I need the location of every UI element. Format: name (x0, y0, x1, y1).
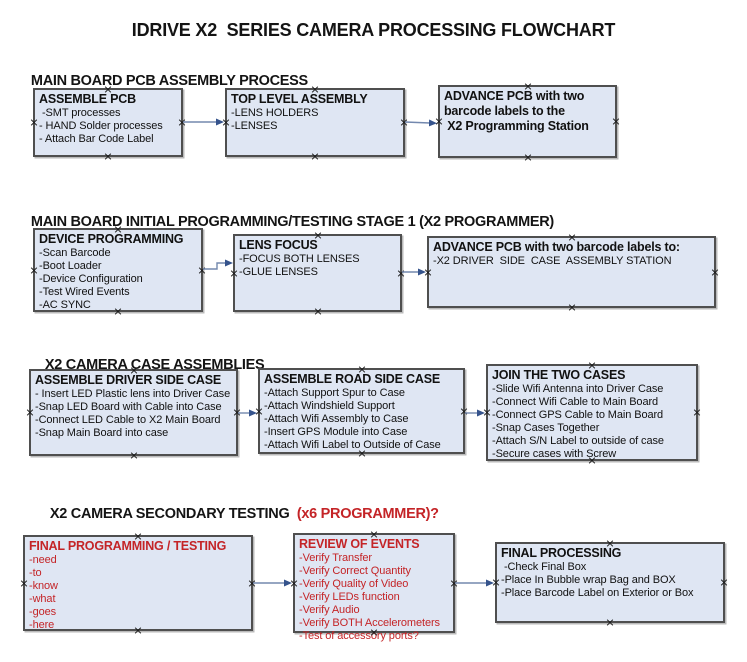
box-item: -SMT processes (39, 107, 121, 119)
box-item: -Verify Quality of Video (299, 577, 409, 590)
flow-box-join-the-two-cases: JOIN THE TWO CASES -Slide Wifi Antenna i… (486, 364, 698, 461)
page-title: IDRIVE X2 SERIES CAMERA PROCESSING FLOWC… (131, 20, 616, 40)
connection-handle-icon (26, 409, 34, 417)
box-item: -GLUE LENSES (239, 265, 318, 278)
box-item: - HAND Solder processes (39, 119, 163, 132)
connection-handle-icon (222, 119, 230, 127)
box-title: JOIN THE TWO CASES (492, 368, 626, 382)
section-heading-pcb-assembly: MAIN BOARD PCB ASSEMBLY PROCESS (16, 57, 308, 105)
box-title: REVIEW OF EVENTS (299, 537, 420, 551)
box-item: -Verify Audio (299, 603, 360, 616)
box-item: -Place Barcode Label on Exterior or Box (501, 586, 694, 599)
connection-handle-icon (20, 579, 28, 587)
flow-box-final-programming-testing: FINAL PROGRAMMING / TESTING -need -to -k… (23, 535, 253, 631)
box-title: ADVANCE PCB with two barcode labels to: (433, 240, 680, 254)
connection-handle-icon (130, 451, 138, 459)
box-item: -Verify BOTH Accelerometers (299, 616, 440, 629)
connection-handle-icon (104, 152, 112, 160)
connection-handle-icon (492, 579, 500, 587)
box-item: -Slide Wifi Antenna into Driver Case (492, 383, 664, 395)
box-item: -Attach Windshield Support (264, 399, 395, 412)
box-title: ASSEMBLE ROAD SIDE CASE (264, 372, 440, 386)
box-item: -Attach Wifi Assembly to Case (264, 412, 409, 425)
box-title: ASSEMBLE PCB (39, 92, 136, 106)
flow-box-assemble-pcb: ASSEMBLE PCB -SMT processes - HAND Solde… (33, 88, 183, 157)
section-heading-initial-programming: MAIN BOARD INITIAL PROGRAMMING/TESTING S… (16, 198, 554, 246)
connection-handle-icon (314, 307, 322, 315)
box-title: ADVANCE PCB with two barcode labels to t… (444, 89, 589, 133)
box-item: -Device Configuration (39, 272, 143, 285)
section-heading-text: X2 CAMERA SECONDARY TESTING (49, 506, 294, 522)
box-item: - Attach Bar Code Label (39, 132, 154, 145)
box-item: -Secure cases with Screw (492, 447, 617, 460)
box-item: -Place In Bubble wrap Bag and BOX (501, 573, 676, 586)
flow-box-advance-pcb-programming-station: ADVANCE PCB with two barcode labels to t… (438, 85, 617, 158)
box-title: LENS FOCUS (239, 238, 318, 252)
connection-handle-icon (424, 268, 432, 276)
box-item: -what (29, 592, 56, 605)
connection-handle-icon (711, 268, 719, 276)
box-title: DEVICE PROGRAMMING (39, 232, 184, 246)
box-title: FINAL PROGRAMMING / TESTING (29, 539, 227, 553)
box-item: - Insert LED Plastic lens into Driver Ca… (35, 388, 231, 400)
box-item: -need (29, 554, 57, 566)
box-item: -Attach Support Spur to Case (264, 387, 405, 399)
connection-handle-icon (568, 303, 576, 311)
box-item: -Snap Main Board into case (35, 426, 169, 439)
connection-handle-icon (255, 407, 263, 415)
box-item: -Verify Transfer (299, 552, 372, 564)
connection-handle-icon (606, 618, 614, 626)
box-item: -Attach S/N Label to outside of case (492, 434, 664, 447)
box-item: -here (29, 618, 55, 631)
box-item: -Connect Wifi Cable to Main Board (492, 395, 659, 408)
box-item: -Test Wired Events (39, 285, 130, 298)
box-title: FINAL PROCESSING (501, 546, 622, 560)
connection-handle-icon (483, 409, 491, 417)
flow-box-device-programming: DEVICE PROGRAMMING -Scan Barcode -Boot L… (33, 228, 203, 312)
connection-handle-icon (435, 118, 443, 126)
box-item: -X2 DRIVER SIDE CASE ASSEMBLY STATION (433, 255, 672, 267)
connection-handle-icon (524, 153, 532, 161)
box-item: -to (29, 566, 42, 579)
box-item: -Connect LED Cable to X2 Main Board (35, 413, 221, 426)
box-item: -LENS HOLDERS (231, 107, 319, 119)
section-heading-text: MAIN BOARD INITIAL PROGRAMMING/TESTING S… (30, 214, 554, 230)
flow-box-advance-pcb-driver-side-station: ADVANCE PCB with two barcode labels to: … (427, 236, 716, 308)
box-item: -know (29, 579, 58, 592)
connector-arrow-toplevel-to-advance (404, 119, 437, 127)
section-heading-text: MAIN BOARD PCB ASSEMBLY PROCESS (30, 73, 308, 89)
connection-handle-icon (311, 152, 319, 160)
box-item: -Check Final Box (501, 561, 587, 573)
box-item: -LENSES (231, 119, 278, 132)
box-title: ASSEMBLE DRIVER SIDE CASE (35, 373, 222, 387)
box-item: -Boot Loader (39, 259, 102, 272)
box-item: -AC SYNC (39, 298, 91, 311)
box-item: -FOCUS BOTH LENSES (239, 253, 360, 265)
box-item: -Insert GPS Module into Case (264, 425, 408, 438)
box-item: -Attach Wifi Label to Outside of Case (264, 438, 441, 451)
box-item: -goes (29, 605, 57, 618)
box-item: -Test of accessory ports? (299, 629, 419, 642)
flow-box-top-level-assembly: TOP LEVEL ASSEMBLY -LENS HOLDERS -LENSES (225, 88, 405, 157)
box-item: -Verify LEDs function (299, 590, 400, 603)
section-heading-secondary-testing: X2 CAMERA SECONDARY TESTING (x6 PROGRAMM… (35, 490, 439, 538)
connection-handle-icon (30, 119, 38, 127)
connector-arrow-device-to-lensfocus (203, 259, 233, 270)
connection-handle-icon (230, 269, 238, 277)
box-item: -Snap LED Board with Cable into Case (35, 400, 222, 413)
flow-box-final-processing: FINAL PROCESSING -Check Final Box -Place… (495, 542, 725, 623)
box-item: -Verify Correct Quantity (299, 564, 411, 577)
flow-box-assemble-road-side-case: ASSEMBLE ROAD SIDE CASE -Attach Support … (258, 368, 465, 454)
flow-box-review-of-events: REVIEW OF EVENTS -Verify Transfer -Verif… (290, 533, 455, 642)
flow-box-lens-focus: LENS FOCUS -FOCUS BOTH LENSES -GLUE LENS… (233, 234, 402, 312)
connection-handle-icon (290, 579, 298, 587)
box-item: -Snap Cases Together (492, 421, 600, 434)
section-heading-suffix: (x6 PROGRAMMER)? (293, 506, 439, 522)
box-item: -Connect GPS Cable to Main Board (492, 408, 664, 421)
box-item: -Scan Barcode (39, 247, 111, 259)
flow-box-assemble-driver-side-case: ASSEMBLE DRIVER SIDE CASE - Insert LED P… (29, 369, 238, 456)
connection-handle-icon (30, 266, 38, 274)
box-title: TOP LEVEL ASSEMBLY (231, 92, 368, 106)
